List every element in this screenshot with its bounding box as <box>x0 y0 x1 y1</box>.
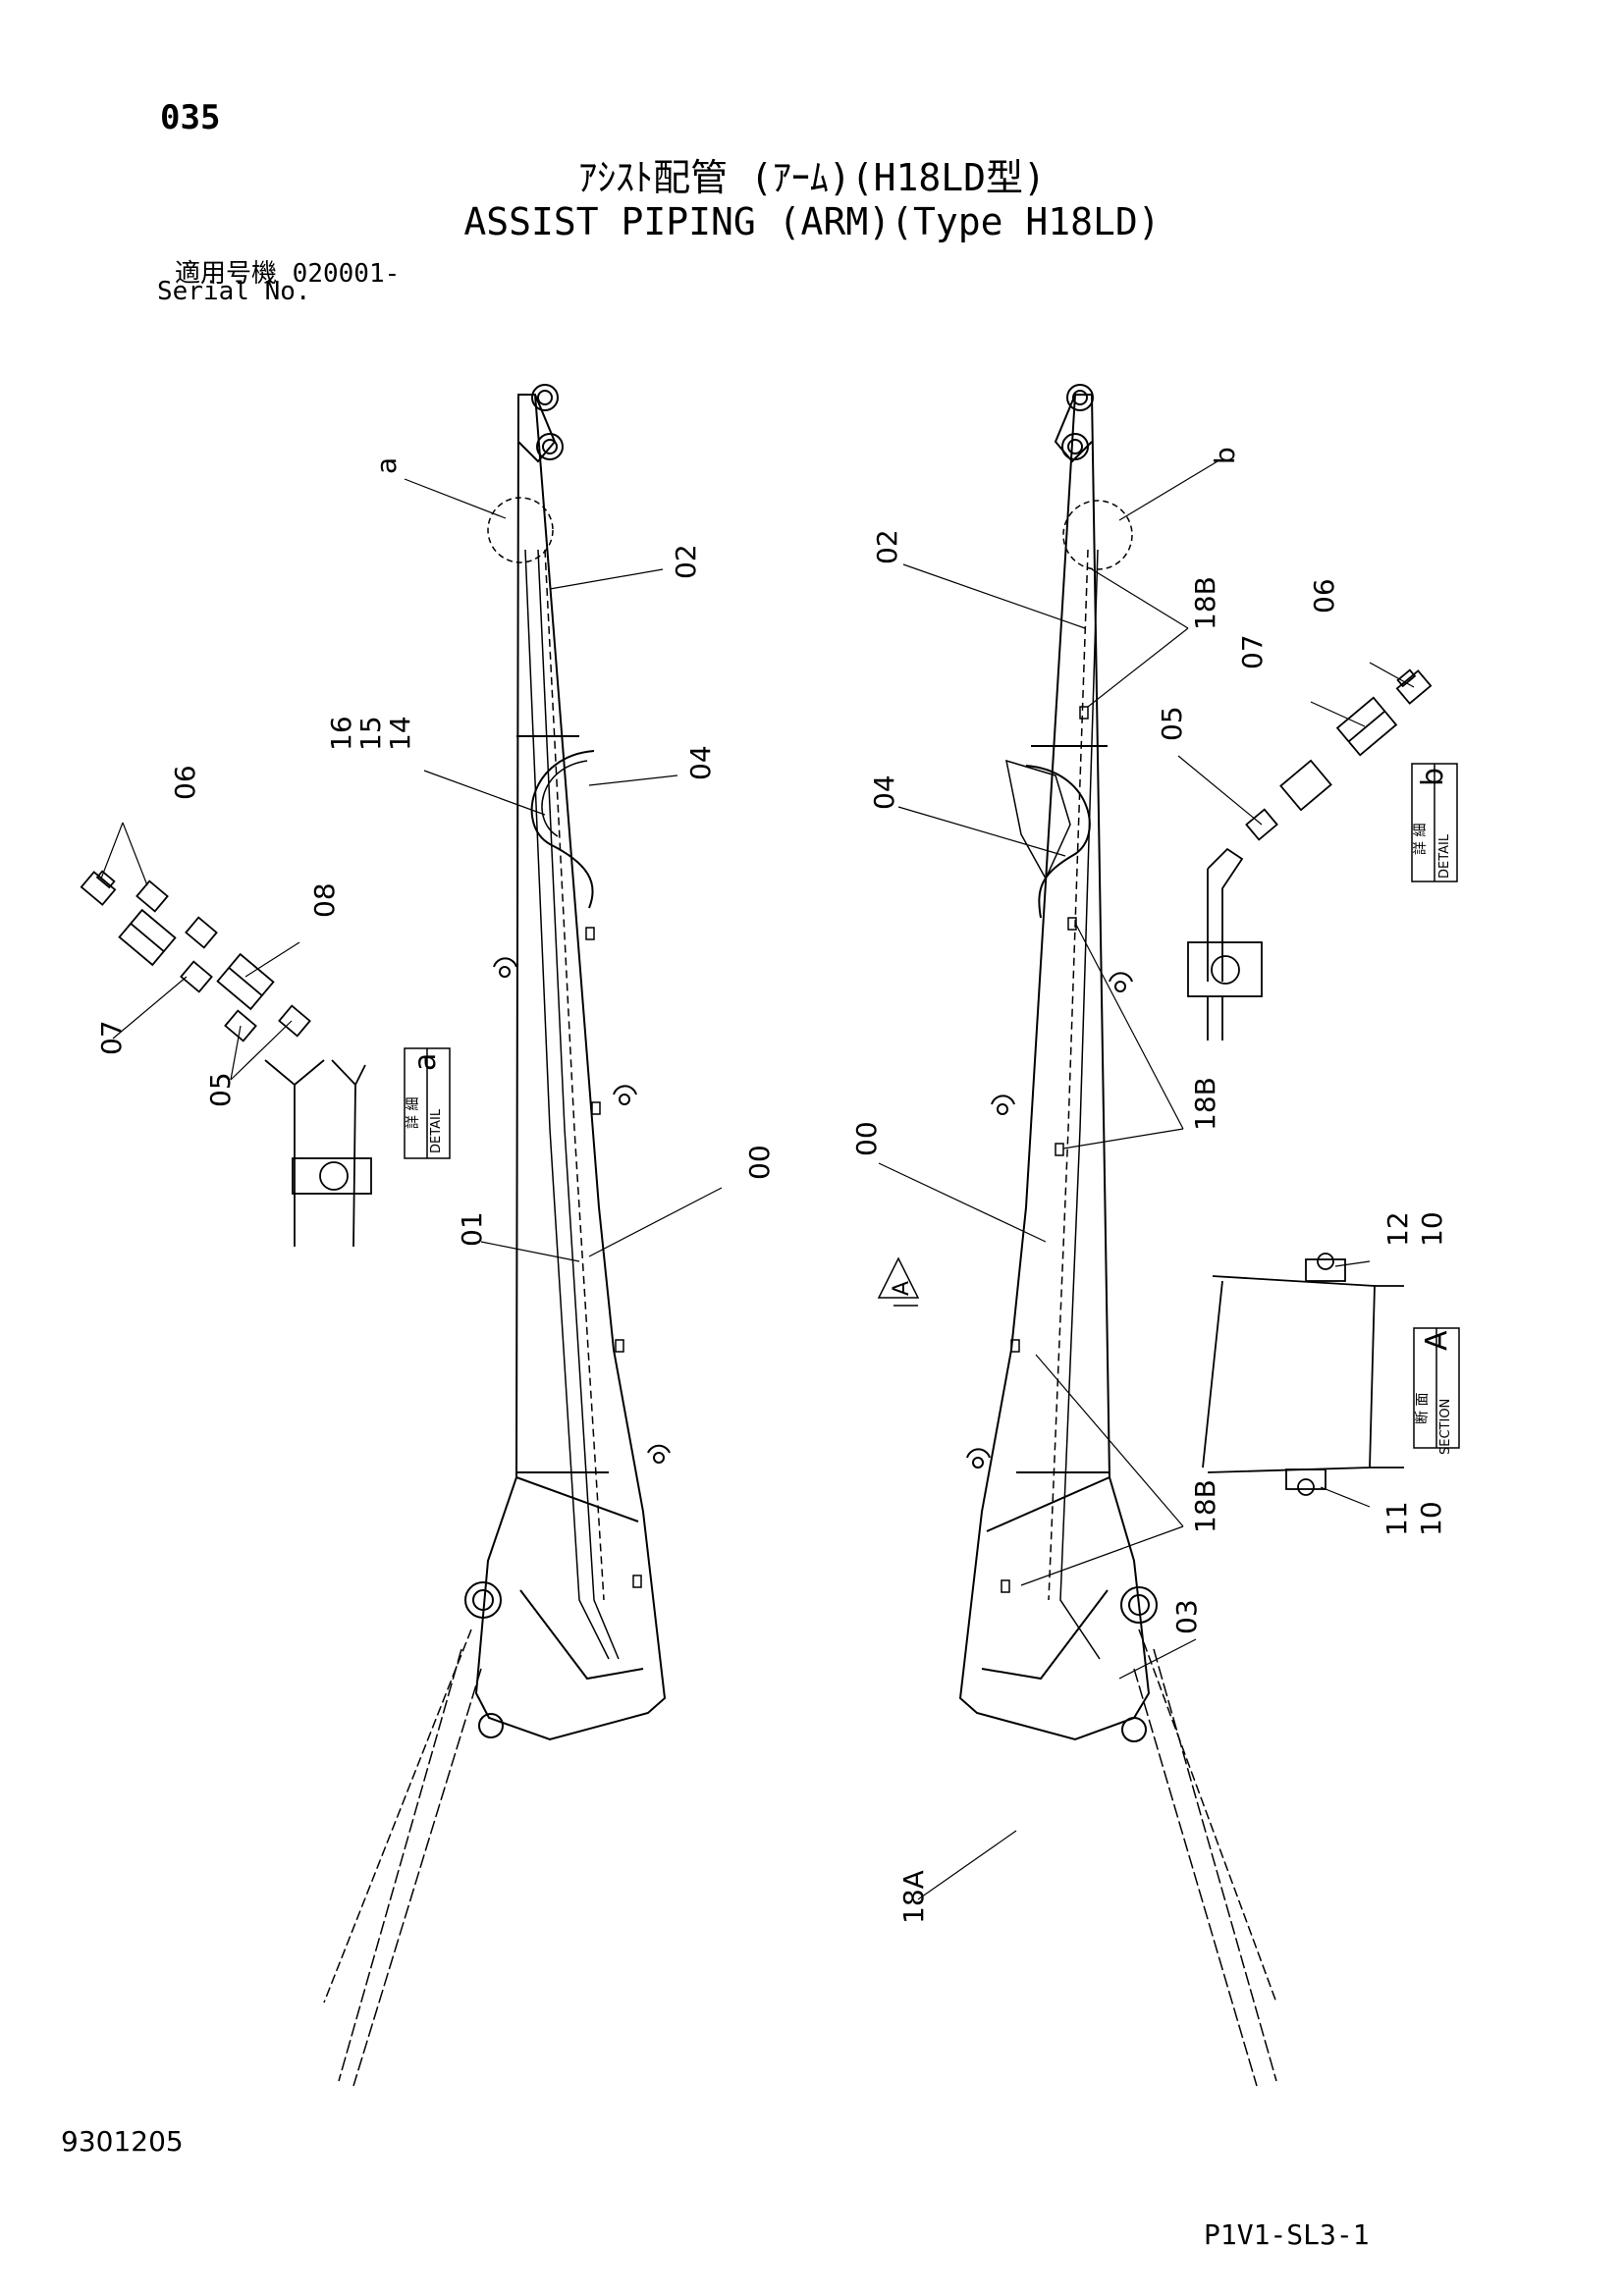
detail-b-en: DETAIL <box>1437 833 1452 879</box>
callout-03: 03 <box>1170 1599 1203 1634</box>
callout-12: 12 <box>1381 1211 1414 1247</box>
document-code: 9301205 <box>61 2125 184 2158</box>
callout-01: 01 <box>456 1211 488 1247</box>
callout-18B-2: 18B <box>1189 1077 1221 1131</box>
callout-06-b: 06 <box>1308 578 1340 614</box>
callout-06-a: 06 <box>169 765 201 800</box>
callout-05-b: 05 <box>1156 706 1188 741</box>
section-a-en: SECTION <box>1438 1399 1453 1455</box>
detail-b-fittings <box>1187 668 1433 1041</box>
section-a-ja: 断 面 <box>1415 1393 1431 1424</box>
page-number: 035 <box>160 98 221 137</box>
sheet-code: P1V1-SL3-1 <box>1204 2218 1370 2251</box>
callout-00-right: 00 <box>850 1121 883 1156</box>
serial-label-ja-text: 適用号機 <box>175 259 278 289</box>
detail-a-en: DETAIL <box>429 1108 444 1153</box>
serial-label-japanese: 適用号機 020001- <box>175 253 400 290</box>
detail-a-letter: a <box>408 1053 443 1071</box>
callout-b: b <box>1209 447 1241 464</box>
detail-b-box <box>1411 763 1458 882</box>
left-arm <box>323 384 671 2087</box>
serial-value: 020001- <box>292 259 401 289</box>
detail-b-ja: 詳 細 <box>1413 824 1429 855</box>
detail-a-fittings <box>80 870 372 1248</box>
callout-18B-3: 18B <box>1189 1479 1221 1533</box>
callout-14: 14 <box>384 716 416 751</box>
callout-16: 16 <box>325 716 357 751</box>
callout-05-a: 05 <box>204 1072 237 1107</box>
callout-10-top: 10 <box>1416 1211 1448 1247</box>
section-a-letter: A <box>1420 1330 1454 1351</box>
callout-00-left: 00 <box>743 1145 776 1180</box>
callout-10-bottom: 10 <box>1415 1501 1447 1536</box>
serial-label-english: Serial No. <box>157 277 311 306</box>
callout-02-right: 02 <box>871 529 903 564</box>
callout-18A: 18A <box>897 1870 930 1924</box>
callout-07-a: 07 <box>95 1020 128 1055</box>
detail-b-letter: b <box>1416 768 1450 786</box>
title-japanese: ｱｼｽﾄ配管 (ｱｰﾑ)(H18LD型) <box>578 156 1046 199</box>
leader-lines <box>100 460 1415 1900</box>
title-english: ASSIST PIPING (ARM)(Type H18LD) <box>463 200 1161 243</box>
callout-04-right: 04 <box>868 774 900 810</box>
callout-04-left: 04 <box>684 745 717 780</box>
section-a-box <box>1413 1327 1460 1449</box>
detail-a-box <box>404 1047 451 1159</box>
callout-a: a <box>370 457 403 474</box>
section-cut-marker <box>877 1256 920 1307</box>
section-marker-letter: A <box>890 1281 914 1296</box>
callout-07-b: 07 <box>1236 634 1269 669</box>
callout-15: 15 <box>354 716 387 751</box>
callout-08: 08 <box>308 882 341 918</box>
callout-02-left: 02 <box>670 544 702 579</box>
callout-11: 11 <box>1380 1501 1413 1536</box>
section-a-view <box>1202 1253 1404 1496</box>
right-arm <box>958 384 1277 2087</box>
callout-18B-1: 18B <box>1189 576 1221 630</box>
detail-a-ja: 詳 細 <box>406 1097 421 1129</box>
